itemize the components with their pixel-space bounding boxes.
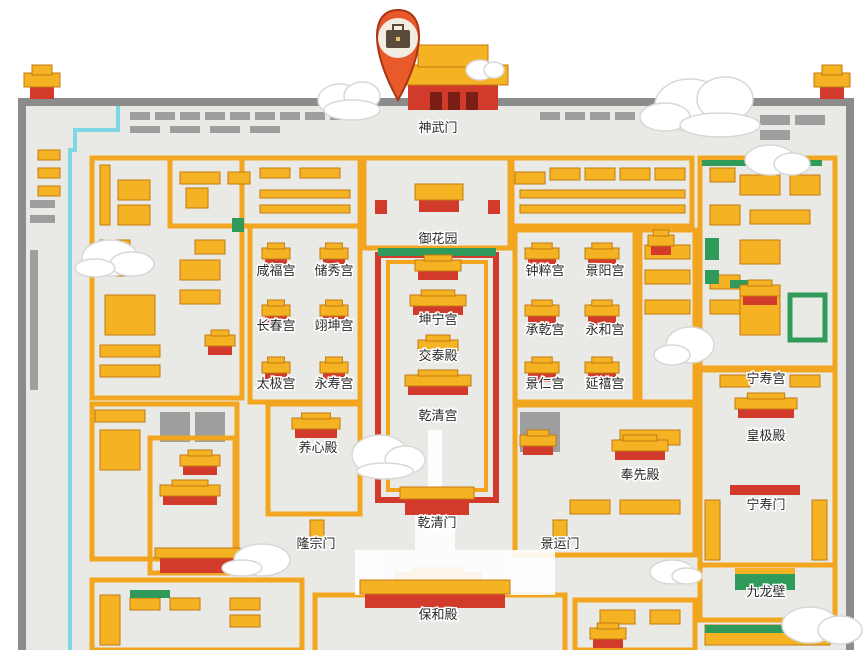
clouds <box>74 59 863 645</box>
hall-pavilion <box>589 622 627 648</box>
hall-pavilion <box>524 242 560 268</box>
hall-pavilion <box>291 412 341 438</box>
label-fengxiandian: 奉先殿 <box>620 468 659 483</box>
label-kunninggong: 坤宁宫 <box>418 312 457 328</box>
label-yangxindian: 养心殿 <box>298 440 337 456</box>
hall-pavilion <box>584 242 620 268</box>
label-jiulongbi: 九龙壁 <box>746 585 785 600</box>
label-qianqinggong: 乾清宫 <box>418 409 457 424</box>
hall-pavilion <box>404 369 472 395</box>
label-yonghegong: 永和宫 <box>585 323 624 338</box>
hall-pavilion <box>739 279 781 305</box>
hall-pavilion <box>524 299 560 325</box>
label-qianqingmen: 乾清门 <box>417 516 456 531</box>
hall-pavilion <box>414 254 462 280</box>
label-yongshougong: 永寿宫 <box>314 377 353 392</box>
location-pin[interactable] <box>376 8 420 103</box>
pavilion-corner-right <box>813 64 851 99</box>
label-jingyanggong: 景阳宫 <box>585 264 624 279</box>
label-longzongmen: 隆宗门 <box>296 536 335 552</box>
pavilion-corner-left <box>23 64 61 99</box>
label-jingyunmen: 景运门 <box>540 537 579 552</box>
hall-pavilion <box>319 299 349 325</box>
hall-pavilion <box>584 299 620 325</box>
hall-pavilion <box>319 242 349 268</box>
label-yikungong: 翊坤宫 <box>314 319 353 334</box>
label-baohedian: 保和殿 <box>418 608 457 623</box>
small-halls <box>375 200 500 214</box>
hall-pavilion <box>204 329 236 355</box>
label-yanxigong: 延禧宫 <box>585 377 624 392</box>
hall-pavilion <box>519 429 557 455</box>
label-ningshoumen: 宁寿门 <box>746 497 785 513</box>
hall-pavilion <box>159 479 221 505</box>
map-labels: 神武门 御花园 咸福宫 储秀宫 钟粹宫 景阳宫 长春宫 翊坤宫 坤宁宫 承乾宫 … <box>255 120 787 625</box>
label-jingrengong: 景仁宫 <box>525 377 564 392</box>
label-shenwumen: 神武门 <box>418 121 457 136</box>
hall-pavilion <box>409 289 467 315</box>
label-ningshougong: 宁寿宫 <box>746 371 785 387</box>
briefcase-icon <box>386 24 410 48</box>
hall-markers <box>159 229 798 648</box>
moat-stream <box>68 106 120 650</box>
hall-pavilion <box>261 299 291 325</box>
label-chengqiangong: 承乾宫 <box>525 323 564 338</box>
hall-pavilion <box>319 356 349 382</box>
label-yuhuayuan: 御花园 <box>418 231 457 247</box>
label-jiaotaidian: 交泰殿 <box>418 348 457 364</box>
label-huangjidian: 皇极殿 <box>746 429 785 444</box>
hall-pavilion <box>647 229 675 255</box>
pavilion-yuhuayuan <box>414 183 464 212</box>
label-xianfugong: 咸福宫 <box>256 264 295 279</box>
hall-pavilion <box>524 356 560 382</box>
hall-pavilion <box>261 356 291 382</box>
label-taijidian: 太极宫 <box>256 377 295 392</box>
hall-pavilion <box>611 434 669 460</box>
hall-pavilion <box>417 334 459 360</box>
hall-pavilion <box>261 242 291 268</box>
label-changchungong: 长春宫 <box>256 319 295 334</box>
hall-pavilion <box>584 356 620 382</box>
hall-pavilion <box>179 449 221 475</box>
hall-pavilion <box>734 392 798 418</box>
gates <box>154 485 800 608</box>
label-zhongcuigong: 钟粹宫 <box>525 263 564 279</box>
label-chuxiugong: 储秀宫 <box>314 264 353 279</box>
